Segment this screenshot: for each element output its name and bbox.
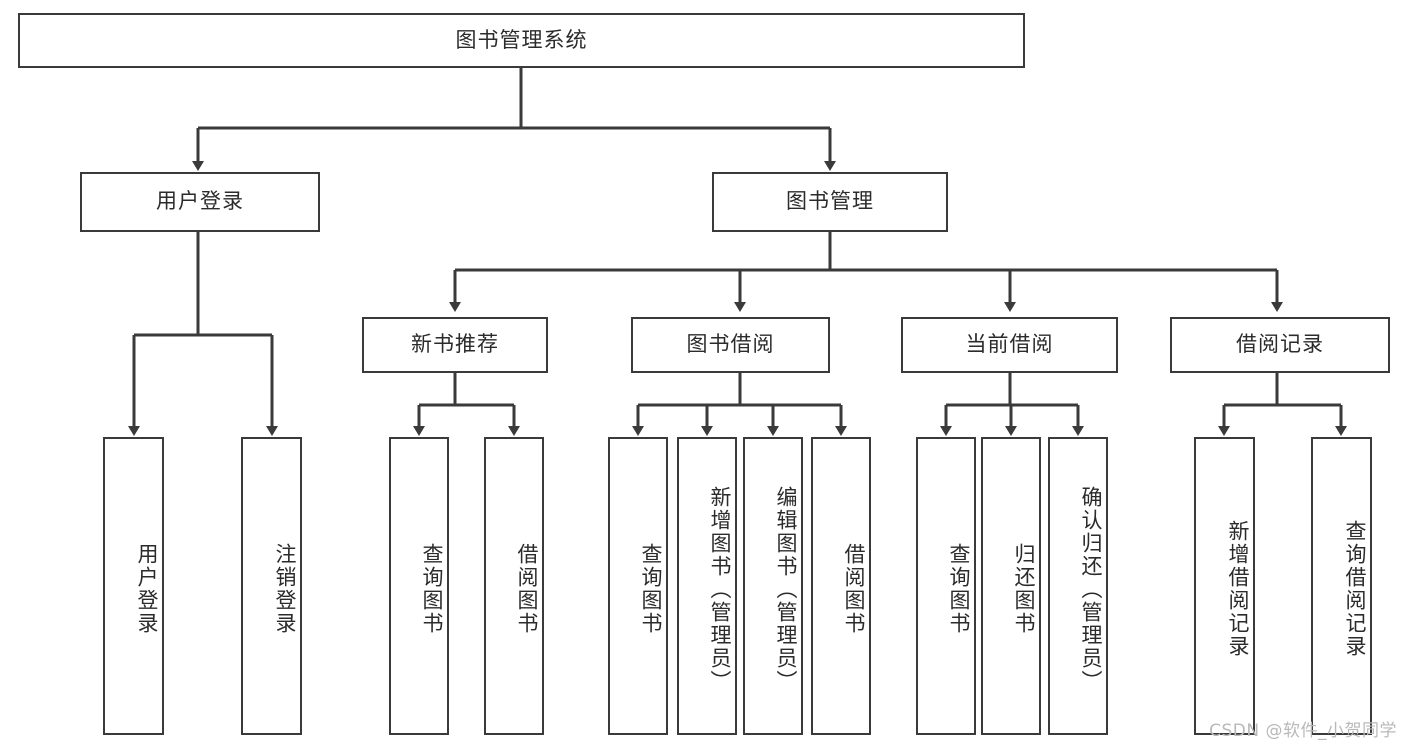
leaf-edit-book-admin[interactable]: 编辑图书（管理员） — [743, 437, 803, 735]
leaf-confirm-return-admin[interactable]: 确认归还（管理员） — [1048, 437, 1108, 735]
leaf-add-borrow-record[interactable]: 新增借阅记录 — [1194, 437, 1255, 735]
leaf-query-book-new[interactable]: 查询图书 — [389, 437, 449, 735]
node-book-management[interactable]: 图书管理 — [712, 172, 948, 232]
node-label: 归还图书 — [1012, 543, 1036, 635]
node-label: 查询借阅记录 — [1343, 520, 1367, 658]
leaf-user-login[interactable]: 用户登录 — [103, 437, 164, 735]
node-label: 查询图书 — [947, 543, 971, 635]
leaf-add-book-admin[interactable]: 新增图书（管理员） — [677, 437, 737, 735]
node-label: 查询图书 — [639, 543, 663, 635]
node-root-book-management-system[interactable]: 图书管理系统 — [18, 13, 1025, 68]
leaf-borrow-book[interactable]: 借阅图书 — [811, 437, 871, 735]
node-label: 图书管理 — [786, 189, 874, 214]
node-label: 图书借阅 — [686, 332, 775, 357]
node-current-borrowing[interactable]: 当前借阅 — [901, 317, 1118, 373]
node-label: 查询图书 — [420, 543, 444, 635]
node-label: 新增借阅记录 — [1226, 520, 1250, 658]
node-user-login[interactable]: 用户登录 — [80, 172, 320, 232]
leaf-logout[interactable]: 注销登录 — [241, 437, 302, 735]
node-label: 借阅记录 — [1236, 332, 1324, 357]
node-label: 用户登录 — [156, 189, 244, 214]
leaf-query-borrow-record[interactable]: 查询借阅记录 — [1311, 437, 1372, 735]
node-label: 用户登录 — [135, 543, 159, 635]
node-label: 编辑图书（管理员） — [774, 485, 798, 693]
node-borrow-records[interactable]: 借阅记录 — [1170, 317, 1390, 373]
node-label: 借阅图书 — [515, 543, 539, 635]
node-label: 确认归还（管理员） — [1079, 485, 1103, 693]
node-label: 借阅图书 — [842, 543, 866, 635]
node-label: 新书推荐 — [411, 332, 499, 357]
node-label: 注销登录 — [273, 543, 297, 635]
node-label: 新增图书（管理员） — [708, 485, 732, 693]
node-book-borrowing[interactable]: 图书借阅 — [631, 317, 830, 373]
leaf-return-book[interactable]: 归还图书 — [981, 437, 1041, 735]
node-label: 图书管理系统 — [455, 27, 588, 52]
leaf-query-book-borrow[interactable]: 查询图书 — [608, 437, 668, 735]
leaf-query-book-current[interactable]: 查询图书 — [916, 437, 976, 735]
node-label: 当前借阅 — [965, 332, 1054, 357]
node-new-book-recommendation[interactable]: 新书推荐 — [362, 317, 548, 373]
leaf-borrow-book-new[interactable]: 借阅图书 — [484, 437, 544, 735]
